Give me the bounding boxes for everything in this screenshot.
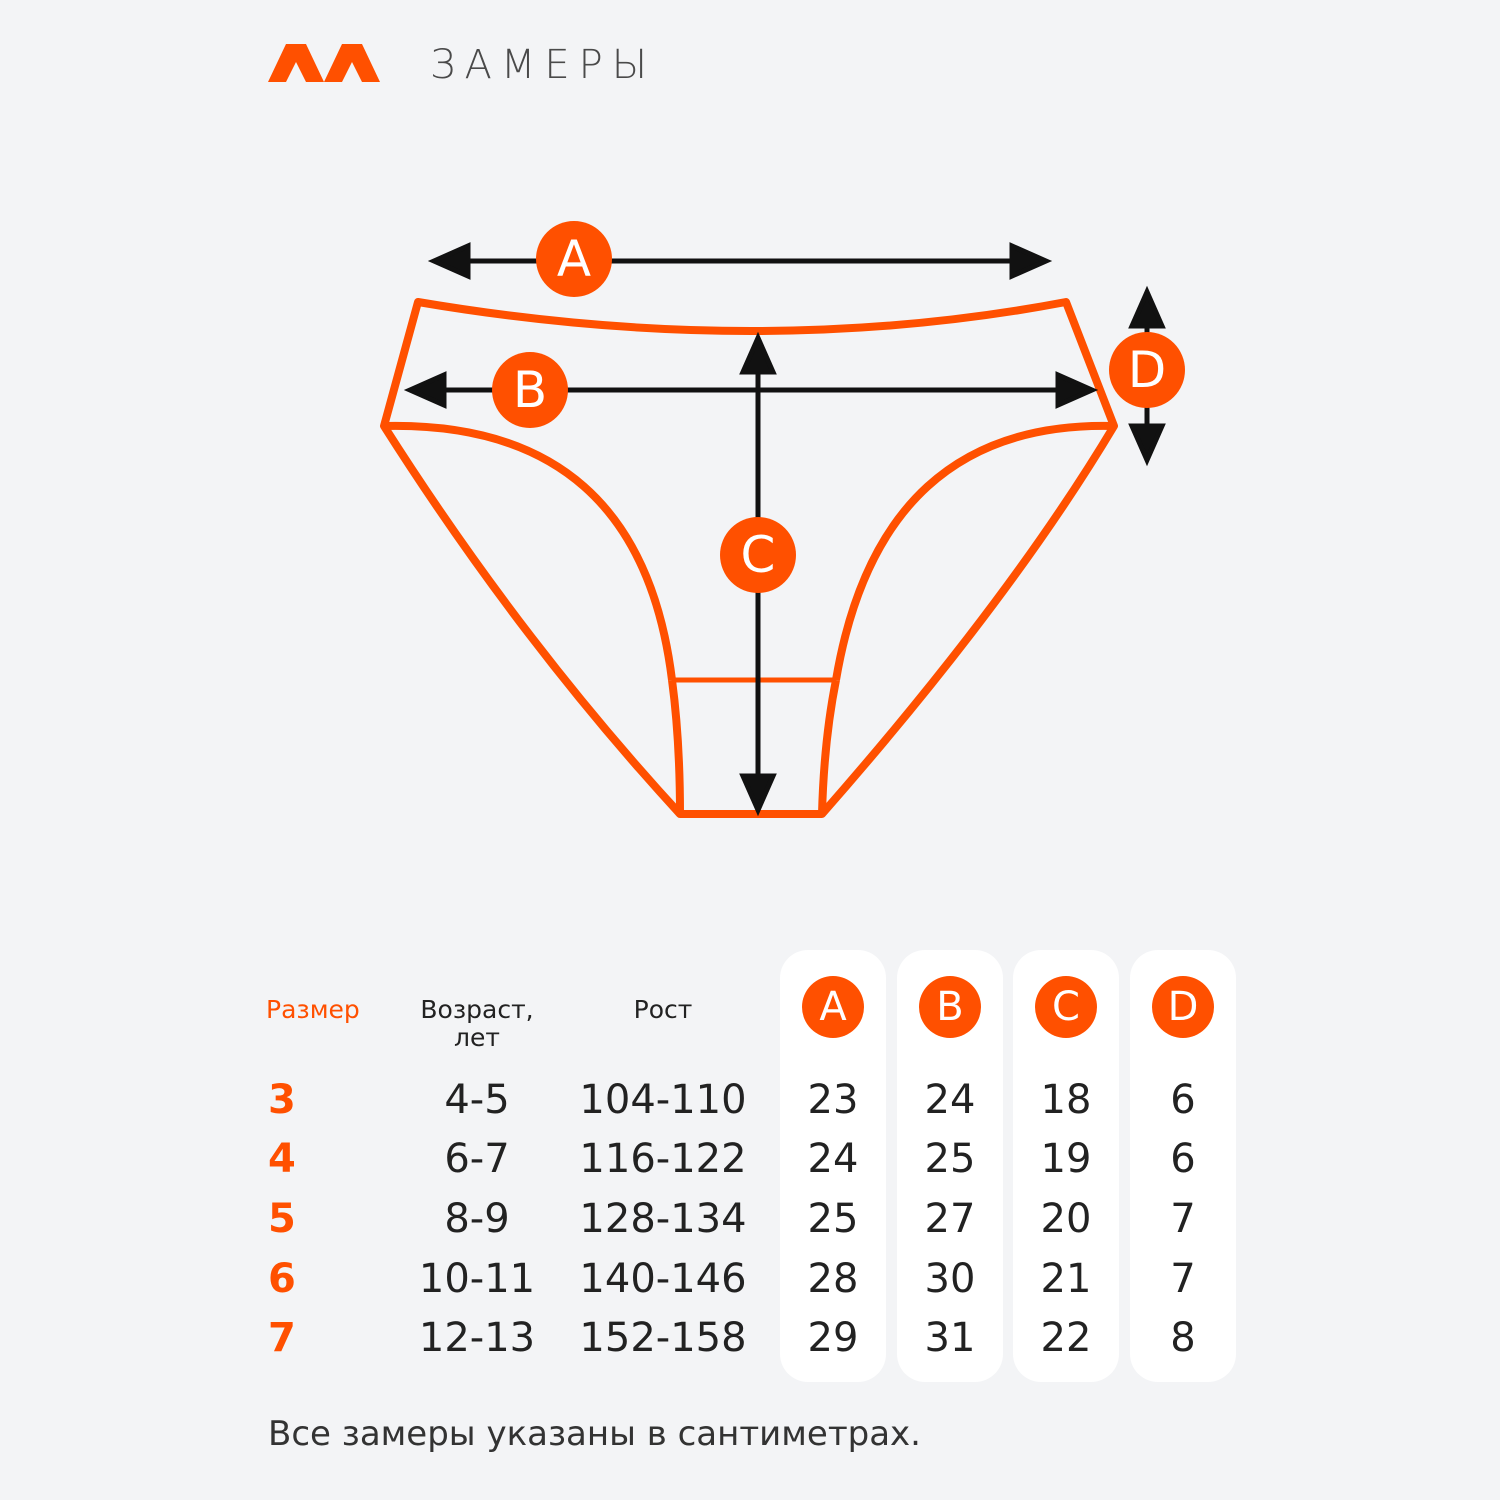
cell-age: 4-5 bbox=[444, 1077, 510, 1123]
cell-size: 3 bbox=[268, 1077, 296, 1123]
cell-height: 128-134 bbox=[579, 1196, 747, 1242]
cell-a: 25 bbox=[807, 1196, 859, 1242]
diagram-label-c: C bbox=[720, 517, 796, 593]
cell-age: 8-9 bbox=[444, 1196, 510, 1242]
page-title: ЗАМЕРЫ bbox=[430, 42, 657, 88]
brand-logo bbox=[268, 44, 380, 82]
header-d: D bbox=[1152, 976, 1214, 1038]
header-height: Рост bbox=[633, 995, 693, 1024]
cell-size: 7 bbox=[268, 1315, 296, 1361]
cell-size: 4 bbox=[268, 1136, 296, 1182]
cell-a: 23 bbox=[807, 1077, 859, 1123]
cell-height: 116-122 bbox=[579, 1136, 747, 1182]
measurement-diagram bbox=[380, 242, 1166, 818]
footer-note: Все замеры указаны в сантиметрах. bbox=[268, 1414, 921, 1454]
cell-b: 25 bbox=[924, 1136, 976, 1182]
cell-d: 7 bbox=[1170, 1196, 1196, 1242]
cell-d: 6 bbox=[1170, 1077, 1196, 1123]
cell-d: 6 bbox=[1170, 1136, 1196, 1182]
header-age: Возраст, лет bbox=[377, 996, 577, 1052]
header-b: B bbox=[919, 976, 981, 1038]
diagram-label-a: A bbox=[536, 221, 612, 297]
cell-b: 27 bbox=[924, 1196, 976, 1242]
cell-c: 19 bbox=[1040, 1136, 1092, 1182]
cell-a: 24 bbox=[807, 1136, 859, 1182]
diagram-label-b: B bbox=[492, 352, 568, 428]
cell-b: 30 bbox=[924, 1256, 976, 1302]
diagram-label-d: D bbox=[1109, 332, 1185, 408]
cell-d: 7 bbox=[1170, 1256, 1196, 1302]
cell-c: 18 bbox=[1040, 1077, 1092, 1123]
cell-c: 21 bbox=[1040, 1256, 1092, 1302]
cell-age: 12-13 bbox=[418, 1315, 536, 1361]
header-c: C bbox=[1035, 976, 1097, 1038]
cell-d: 8 bbox=[1170, 1315, 1196, 1361]
header-size: Размер bbox=[266, 995, 360, 1024]
cell-a: 28 bbox=[807, 1256, 859, 1302]
cell-size: 5 bbox=[268, 1196, 296, 1242]
header-age-line2: лет bbox=[454, 1023, 500, 1052]
cell-age: 10-11 bbox=[418, 1256, 536, 1302]
cell-a: 29 bbox=[807, 1315, 859, 1361]
cell-size: 6 bbox=[268, 1256, 296, 1302]
cell-c: 20 bbox=[1040, 1196, 1092, 1242]
cell-height: 152-158 bbox=[579, 1315, 747, 1361]
cell-c: 22 bbox=[1040, 1315, 1092, 1361]
cell-height: 140-146 bbox=[579, 1256, 747, 1302]
header-a: A bbox=[802, 976, 864, 1038]
cell-b: 24 bbox=[924, 1077, 976, 1123]
cell-age: 6-7 bbox=[444, 1136, 510, 1182]
cell-height: 104-110 bbox=[579, 1077, 747, 1123]
garment-outline bbox=[380, 298, 1118, 818]
header-age-line1: Возраст, bbox=[420, 995, 534, 1024]
cell-b: 31 bbox=[924, 1315, 976, 1361]
